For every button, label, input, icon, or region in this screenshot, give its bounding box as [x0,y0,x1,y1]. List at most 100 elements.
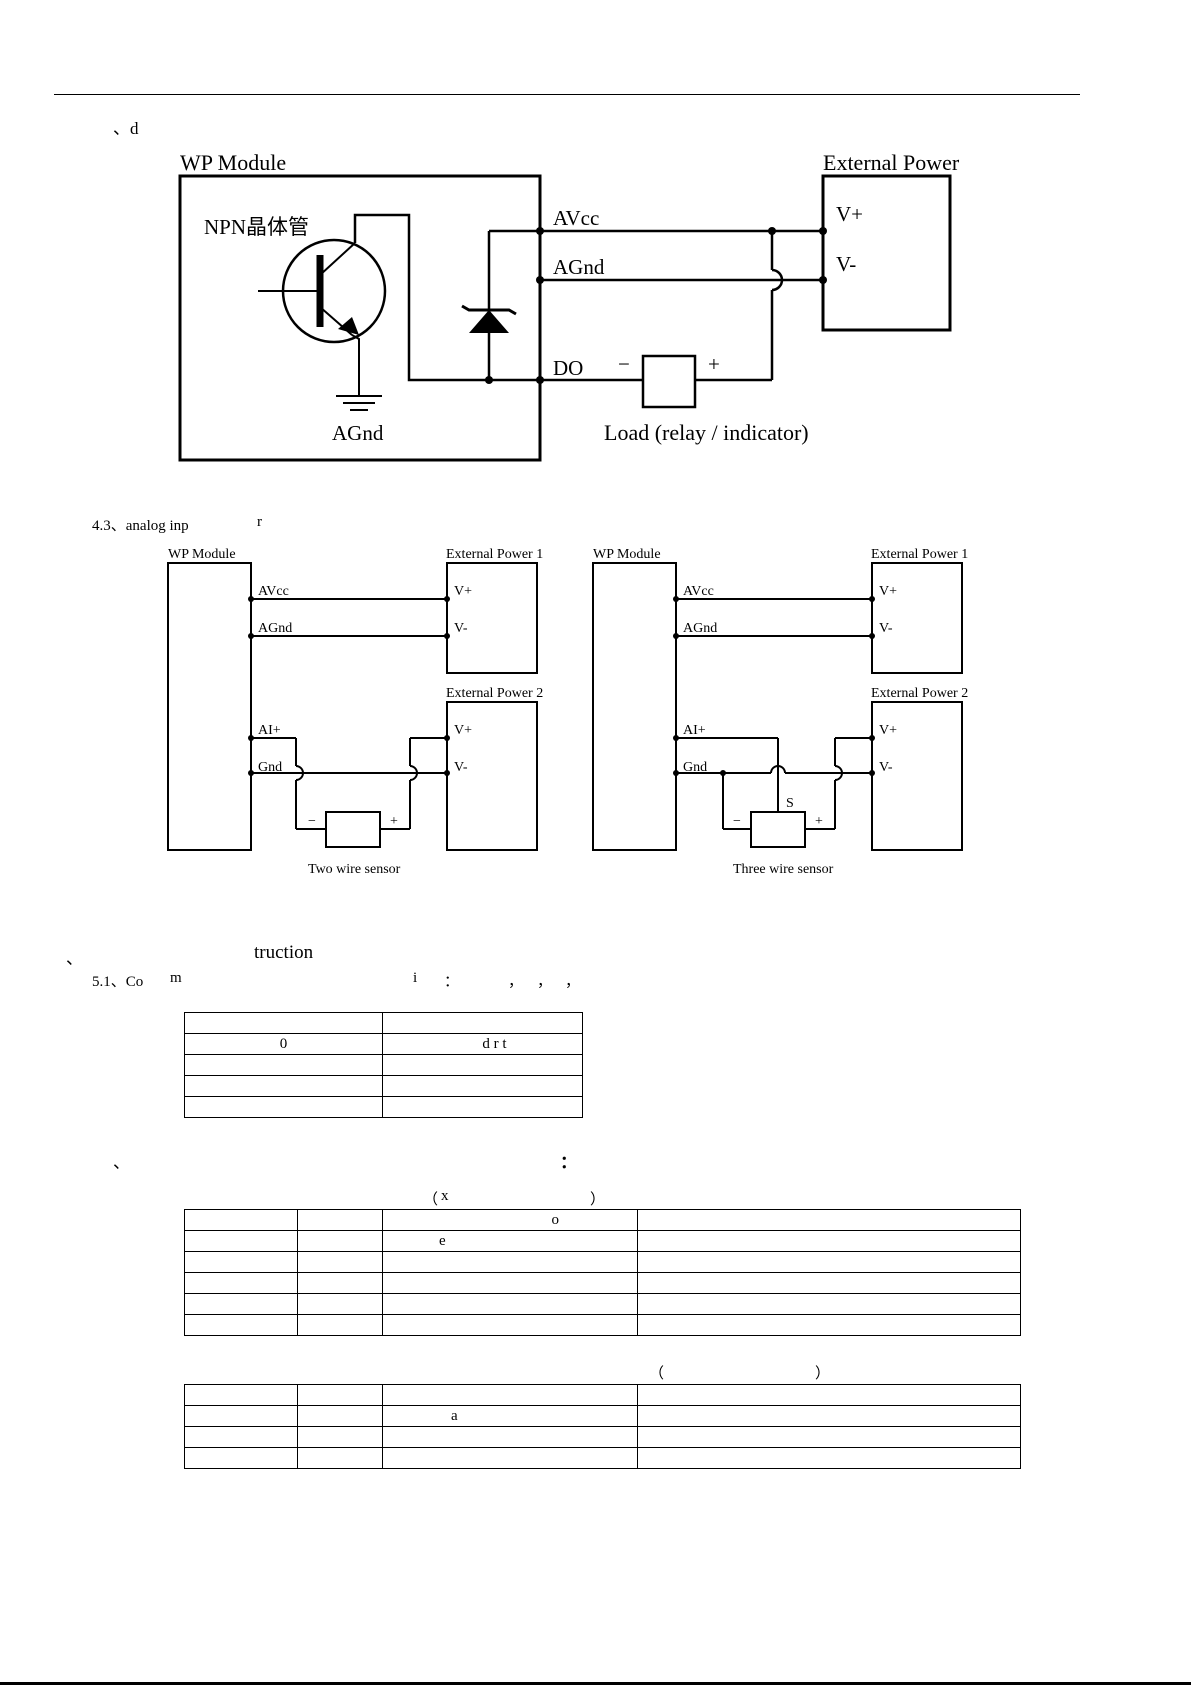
table-cell [184,1054,383,1076]
table-2: o e [184,1209,1021,1336]
table-cell [297,1293,383,1315]
section-52-prefix: 、 [113,1153,130,1172]
table-cell [382,1293,638,1315]
vminus-label: V- [836,252,856,276]
wp-module-box [178,174,542,462]
load-label: Load (relay / indicator) [604,420,809,445]
table-cell [382,1314,638,1336]
table-row: 0 d r t [184,1033,583,1055]
table-cell [184,1405,298,1427]
table-row: o [184,1209,1021,1231]
table-row [184,1314,1021,1336]
section-51-label: 5.1、Co [92,974,144,990]
table-cell [382,1272,638,1294]
table-3-caption-open: （ [649,1366,665,1382]
table-cell [637,1272,1021,1294]
table-row [184,1384,1021,1406]
table-row [184,1272,1021,1294]
ai3-plus-label: + [815,814,823,829]
table-cell [184,1272,298,1294]
table-cell [382,1012,583,1034]
table-cell [184,1251,298,1273]
section-43-tail: r [257,514,262,530]
table-cell [637,1251,1021,1273]
table-cell [184,1426,298,1448]
section-5-prefix: 、 [66,949,83,968]
table-cell [297,1272,383,1294]
table-cell [184,1447,298,1469]
load-plus-label: + [708,352,720,376]
table-cell [297,1230,383,1252]
table-cell [637,1209,1021,1231]
do-wiring-diagram: WP Module NPN晶体管 AGnd AVcc AGnd DO − + L… [140,143,1000,483]
wp-module-title: WP Module [180,150,286,175]
footer-rule [0,1682,1191,1685]
ai3-module-title: WP Module [593,547,661,562]
ai2-power2-vminus: V- [454,760,468,775]
section-51-comma-1: ， [508,974,524,990]
ai3-agnd-label: AGnd [683,621,717,636]
ai3-sensor-box [750,811,806,848]
table-3-caption-close: ） [815,1366,831,1382]
table-3: a [184,1384,1021,1469]
ai2-avcc-label: AVcc [258,584,289,599]
table-cell [637,1384,1021,1406]
transistor-label: NPN晶体管 [204,215,309,239]
section-51-m: m [170,970,182,986]
table-cell [297,1314,383,1336]
table-cell: a [382,1405,638,1427]
table-cell [297,1447,383,1469]
table-cell [184,1096,383,1118]
table-row [184,1012,583,1034]
ai3-power1-vplus: V+ [879,584,897,599]
table-row [184,1096,583,1118]
table-cell [382,1075,583,1097]
table-2-caption-x: x [441,1188,449,1204]
ai3-gnd-label: Gnd [683,760,707,775]
table-cell [297,1209,383,1231]
avcc-terminal-label: AVcc [553,206,599,230]
table-cell [184,1012,383,1034]
section-51-i: i [413,970,418,986]
table-cell [184,1075,383,1097]
ai3-power1-vminus: V- [879,621,893,636]
table-cell [637,1293,1021,1315]
table-cell [297,1405,383,1427]
external-power-box [821,174,952,332]
do-terminal-label: DO [553,356,583,380]
agnd-terminal-label: AGnd [553,255,605,279]
table-cell [297,1384,383,1406]
ai2-power2-title: External Power 2 [446,686,543,701]
table-2-caption-close: ） [590,1192,606,1208]
table-cell [184,1314,298,1336]
table-cell [382,1054,583,1076]
table-row [184,1447,1021,1469]
table-cell [637,1405,1021,1427]
table-cell [184,1384,298,1406]
table-cell: e [382,1230,638,1252]
table-cell [637,1447,1021,1469]
ai-three-wire-diagram: WP Module AVcc AGnd AI+ Gnd S − + Three … [573,540,993,895]
table-row [184,1293,1021,1315]
load-minus-label: − [618,352,630,376]
load-box [641,354,697,409]
ai2-power1-vplus: V+ [454,584,472,599]
ai2-power1-vminus: V- [454,621,468,636]
section-43-heading: 4.3、analog inp [92,518,189,534]
table-row: e [184,1230,1021,1252]
section-51-colon: ： [444,974,460,990]
table-row [184,1075,583,1097]
ai2-agnd-label: AGnd [258,621,292,636]
ai2-sensor-label: Two wire sensor [308,862,401,877]
ai-two-wire-diagram: WP Module AVcc AGnd AI+ Gnd − + Two wire… [148,540,568,895]
ai2-gnd-label: Gnd [258,760,282,775]
table-2-caption-open: （ [423,1192,439,1208]
table-cell [297,1426,383,1448]
table-cell [297,1251,383,1273]
external-power-title: External Power [823,150,960,175]
section-51-comma-3: ， [565,974,581,990]
table-cell [184,1209,298,1231]
ai2-plus-label: + [390,814,398,829]
ai3-aiplus-label: AI+ [683,723,706,738]
table-cell: 0 [184,1033,383,1055]
